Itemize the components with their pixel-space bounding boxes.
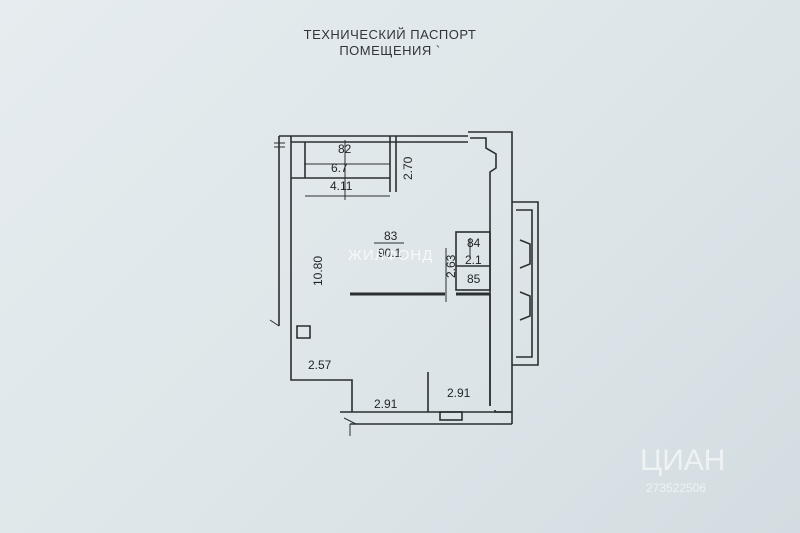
dim-bottom-right: 2.91 (447, 386, 471, 400)
right-wall-inner (470, 137, 497, 406)
bathroom-84-85 (455, 231, 491, 291)
dim-bottom-mid: 2.91 (374, 397, 398, 411)
dim-bottom-left: 2.57 (308, 358, 332, 372)
dimension-lines (305, 140, 471, 286)
entry-column (296, 325, 311, 339)
dim-bath-height: 2.63 (444, 254, 458, 278)
lower-left-wall (290, 326, 353, 412)
balcony-inner (516, 209, 533, 358)
balcony-outer (512, 201, 539, 366)
room-84-area: 2.1 (465, 253, 482, 267)
corner-watermark-id: 273522506 (646, 481, 706, 495)
corner-watermark-brand: ЦИАН (640, 444, 725, 477)
room-84-number: 84 (467, 236, 481, 250)
balcony-details (519, 239, 531, 321)
room-85-number: 85 (467, 272, 481, 286)
dim-left-height: 10.80 (311, 256, 325, 286)
bottom-window (439, 411, 463, 421)
room-83-area: 90.1 (378, 246, 402, 260)
walls (269, 131, 539, 436)
document-subtitle: ПОМЕЩЕНИЯ ` (339, 43, 441, 58)
room-82-number: 82 (338, 142, 352, 156)
center-watermark: ЖИЛФОНД (348, 247, 433, 264)
document-title: ТЕХНИЧЕСКИЙ ПАСПОРТ (303, 27, 477, 42)
room-83-number: 83 (384, 229, 398, 243)
dim-top-height: 2.70 (401, 156, 415, 180)
bottom-break-mark (343, 417, 357, 425)
left-break-mark (269, 319, 280, 327)
room-82-area: 6.7 (331, 161, 348, 175)
dim-top-width: 4.11 (330, 179, 353, 193)
